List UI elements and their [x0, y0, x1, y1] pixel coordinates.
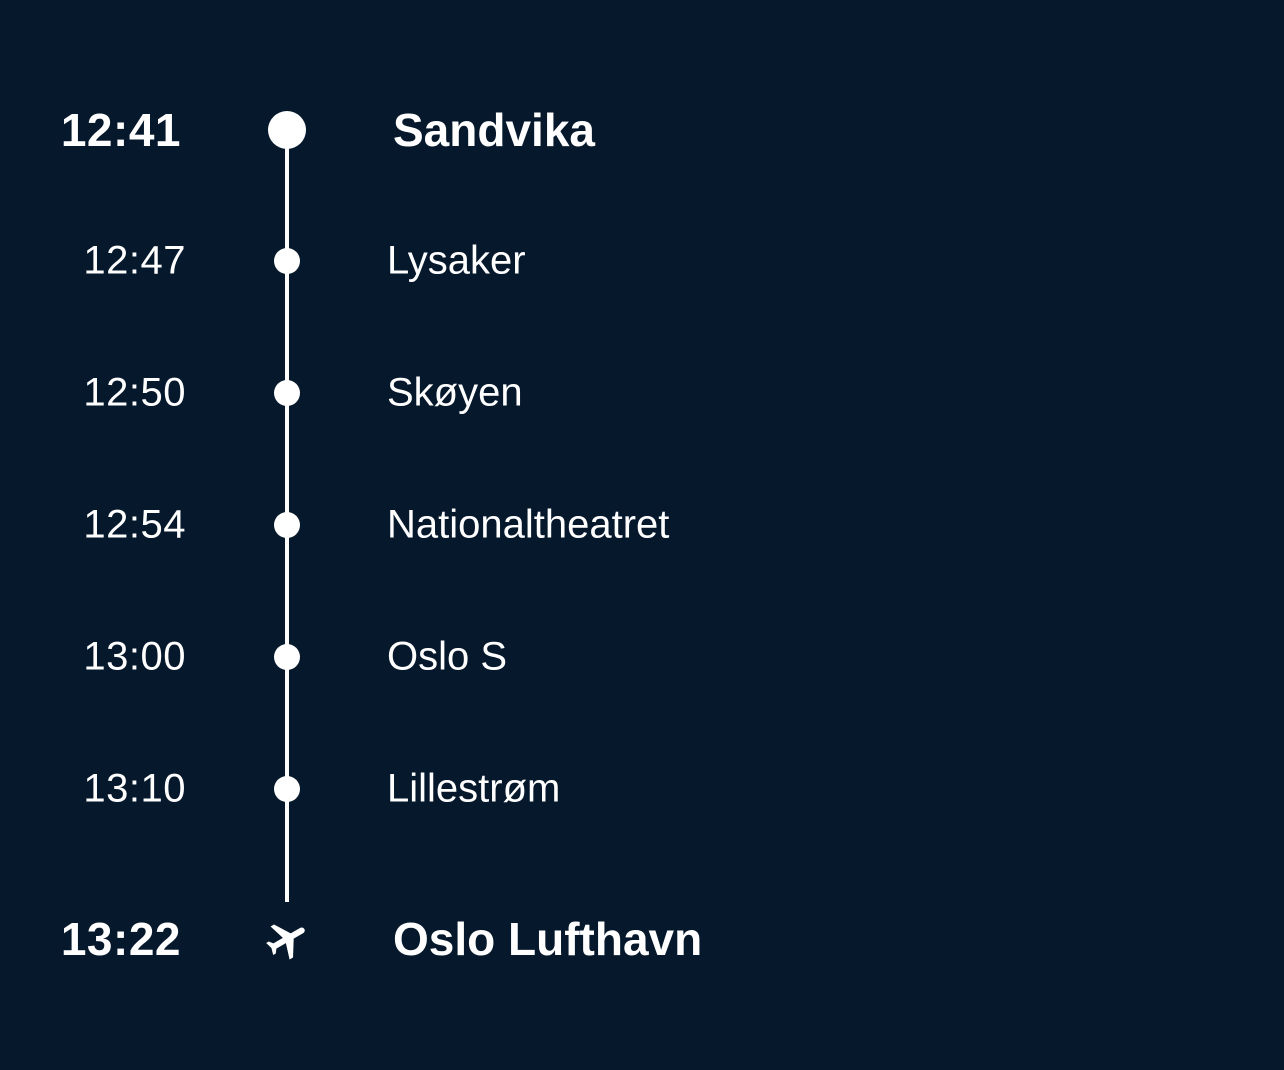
- station-name: Oslo Lufthavn: [393, 913, 703, 965]
- stop-dot-icon: [274, 776, 300, 802]
- arrival-time: 13:00: [83, 634, 186, 679]
- arrival-time: 13:22: [60, 913, 181, 965]
- origin-stop-dot-icon: [268, 111, 306, 149]
- stop-destination[interactable]: 13:22 Oslo Lufthavn: [0, 899, 1284, 979]
- stop-intermediate[interactable]: 13:10 Lillestrøm: [0, 749, 1284, 829]
- stop-dot-icon: [274, 644, 300, 670]
- arrival-time: 13:10: [83, 766, 186, 811]
- stop-intermediate[interactable]: 12:54 Nationaltheatret: [0, 485, 1284, 565]
- departure-time: 12:41: [60, 104, 181, 156]
- arrival-time: 12:50: [83, 370, 186, 415]
- station-name: Oslo S: [387, 634, 508, 679]
- stop-dot-icon: [274, 380, 300, 406]
- stop-dot-icon: [274, 512, 300, 538]
- station-name: Skøyen: [387, 370, 523, 415]
- station-name: Nationaltheatret: [387, 502, 670, 547]
- stop-dot-icon: [274, 248, 300, 274]
- arrival-time: 12:54: [83, 502, 186, 547]
- stop-intermediate[interactable]: 12:50 Skøyen: [0, 353, 1284, 433]
- station-name: Lysaker: [387, 238, 526, 283]
- arrival-time: 12:47: [83, 238, 186, 283]
- station-name: Lillestrøm: [387, 766, 561, 811]
- stop-origin[interactable]: 12:41 Sandvika: [0, 90, 1284, 170]
- stop-intermediate[interactable]: 13:00 Oslo S: [0, 617, 1284, 697]
- airplane-icon: [263, 915, 311, 963]
- station-name: Sandvika: [393, 104, 595, 156]
- stop-intermediate[interactable]: 12:47 Lysaker: [0, 221, 1284, 301]
